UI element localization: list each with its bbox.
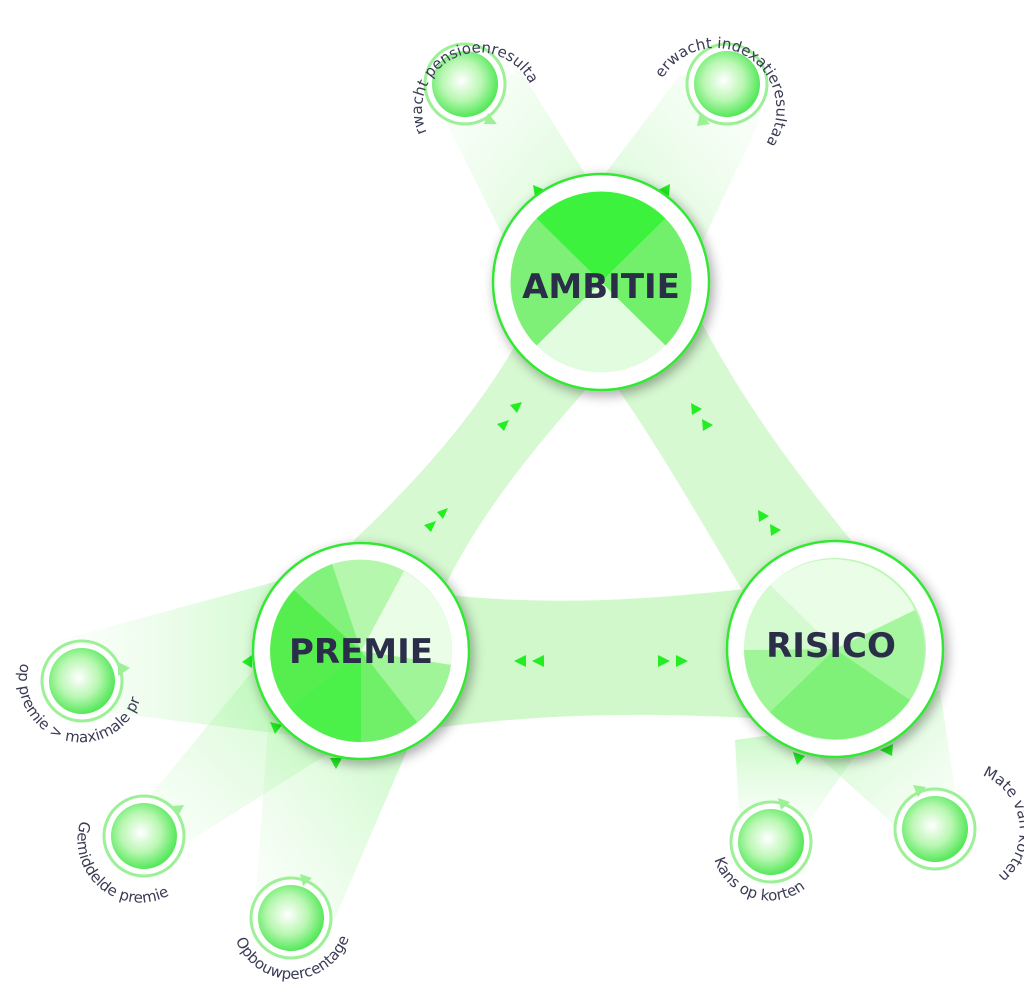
- satellite-beams: [60, 70, 955, 930]
- arrow-icon: [533, 185, 545, 197]
- hub-premie-wheel: [270, 559, 453, 742]
- arrow-icon: [658, 184, 670, 196]
- satellite-pensioenresultaat[interactable]: Verwacht pensioenresultaat: [0, 0, 542, 137]
- arrow-icon: [270, 722, 282, 734]
- hub-premie-label: PREMIE: [289, 632, 433, 672]
- main-bands: [300, 300, 880, 730]
- arrow-icon: [691, 403, 702, 415]
- arrow-icon: [676, 655, 688, 667]
- flow-arrows: [242, 184, 893, 769]
- satellite-mate-korten-label: Mate van korten: [981, 763, 1024, 886]
- hub-ambitie-label: AMBITIE: [522, 267, 680, 307]
- arrow-icon: [514, 655, 526, 667]
- arrow-icon: [497, 420, 509, 431]
- hub-ambitie-wheel: [509, 190, 693, 374]
- arrow-icon: [242, 655, 252, 668]
- arrow-icon: [793, 752, 805, 765]
- arrow-icon: [424, 521, 436, 532]
- arrow-icon: [532, 655, 544, 667]
- satellite-kans-korten[interactable]: Kans op korten: [710, 798, 813, 905]
- arrow-icon: [702, 419, 713, 431]
- hub-risico-label: RISICO: [766, 626, 896, 666]
- hub-premie[interactable]: PREMIE: [251, 541, 471, 761]
- arrow-icon: [880, 744, 893, 756]
- band-premie-risico: [420, 585, 790, 730]
- satellite-gemiddelde-premie[interactable]: Gemiddelde premie: [73, 794, 186, 907]
- arrow-icon: [510, 402, 522, 413]
- band-ambitie-premie: [300, 300, 630, 620]
- hub-risico[interactable]: RISICO: [725, 539, 945, 759]
- band-ambitie-risico: [590, 300, 880, 620]
- arrow-icon: [658, 655, 670, 667]
- hub-risico-wheel: [743, 558, 926, 740]
- arrow-icon: [437, 508, 448, 519]
- arrow-icon: [330, 758, 342, 769]
- arrow-icon: [758, 510, 769, 522]
- hub-ambitie[interactable]: AMBITIE: [491, 172, 711, 392]
- arrow-icon: [770, 524, 781, 536]
- satellite-opbouwpercentage[interactable]: Opbouwpercentage: [232, 874, 353, 983]
